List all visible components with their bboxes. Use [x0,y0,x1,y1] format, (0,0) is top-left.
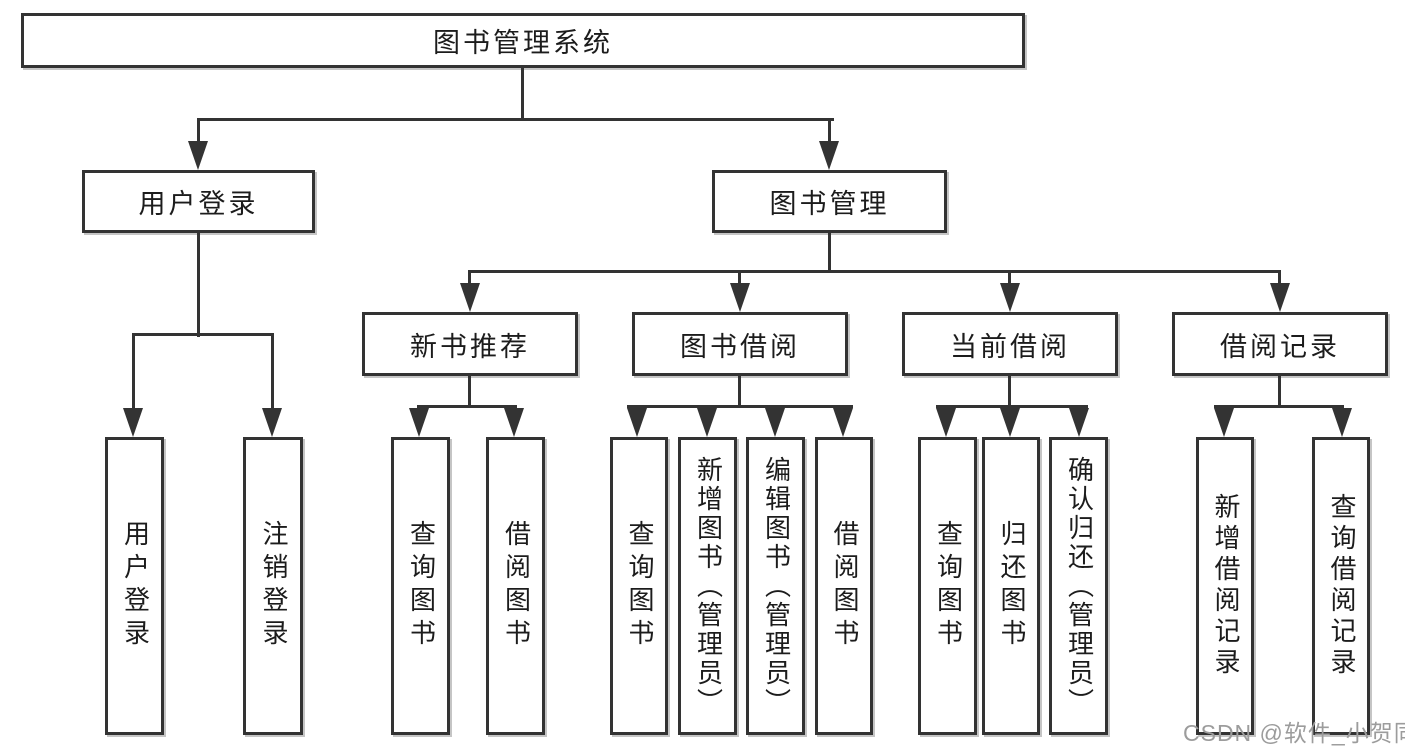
arrow-down [697,408,717,437]
connector-line [521,66,524,120]
node-borrowing-records-label: 借阅记录 [1220,331,1340,362]
leaf-query-books-2-label: 查询图书 [624,520,655,652]
leaf-borrow-books-1-label: 借阅图书 [501,520,532,652]
connector-line [738,376,741,407]
arrow-down [730,283,750,312]
connector-line [468,270,1281,273]
leaf-query-borrow-record: 查询借阅记录 [1312,437,1370,735]
leaf-add-borrow-record: 新增借阅记录 [1196,437,1254,735]
leaf-add-borrow-record-label: 新增借阅记录 [1210,493,1241,679]
connector-line [1008,272,1011,285]
connector-line [468,376,471,407]
leaf-confirm-return-admin-label: 确认归还（管理员） [1064,455,1095,717]
arrow-down [1332,408,1352,437]
connector-line [132,335,135,409]
connector-line [271,335,274,409]
node-root-label: 图书管理系统 [433,28,613,58]
leaf-user-login-label: 用户登录 [120,520,151,652]
leaf-query-books-3-label: 查询图书 [933,520,964,652]
node-book-borrowing-label: 图书借阅 [680,331,800,362]
node-current-borrowing-label: 当前借阅 [950,331,1070,362]
arrow-down [765,408,785,437]
leaf-query-books-1-label: 查询图书 [406,520,437,652]
arrow-down [819,141,839,170]
arrow-down [123,408,143,437]
connector-line [1278,272,1281,285]
leaf-borrow-books-2: 借阅图书 [815,437,873,735]
leaf-return-books: 归还图书 [982,437,1040,735]
arrow-down [627,408,647,437]
arrow-down [833,408,853,437]
arrow-down [1000,408,1020,437]
connector-line [828,233,831,272]
node-user-login-label: 用户登录 [138,189,259,219]
leaf-borrow-books-1: 借阅图书 [486,437,545,735]
node-book-management: 图书管理 [712,170,947,233]
leaf-edit-books-admin-label: 编辑图书（管理员） [761,455,792,717]
connector-line [197,118,834,121]
connector-line [197,233,200,337]
leaf-logout: 注销登录 [243,437,303,735]
arrow-down [1000,283,1020,312]
arrow-down [409,408,429,437]
node-borrowing-records: 借阅记录 [1172,312,1388,376]
arrow-down [936,408,956,437]
leaf-query-borrow-record-label: 查询借阅记录 [1326,493,1357,679]
leaf-add-books-admin-label: 新增图书（管理员） [693,455,724,717]
leaf-logout-label: 注销登录 [258,520,289,652]
arrow-down [504,408,524,437]
arrow-down [1069,408,1089,437]
csdn-watermark: CSDN @软件_小贺同学 [1183,720,1405,746]
connector-line [132,333,274,336]
node-root-system: 图书管理系统 [21,13,1025,68]
connector-line [1214,405,1344,408]
leaf-add-books-admin: 新增图书（管理员） [678,437,737,735]
node-current-borrowing: 当前借阅 [902,312,1118,376]
arrow-down [460,283,480,312]
leaf-confirm-return-admin: 确认归还（管理员） [1049,437,1108,735]
leaf-query-books-1: 查询图书 [391,437,450,735]
leaf-user-login: 用户登录 [105,437,164,735]
node-book-borrowing: 图书借阅 [632,312,848,376]
connector-line [738,272,741,285]
connector-line [468,272,471,285]
leaf-query-books-3: 查询图书 [918,437,977,735]
node-user-login: 用户登录 [82,170,315,233]
leaf-borrow-books-2-label: 借阅图书 [829,520,860,652]
connector-line [936,405,1088,408]
arrow-down [1214,408,1234,437]
node-new-book-recommend-label: 新书推荐 [410,331,530,362]
connector-line [828,120,831,142]
connector-line [417,405,517,408]
leaf-return-books-label: 归还图书 [996,520,1027,652]
node-book-management-label: 图书管理 [769,189,890,219]
node-new-book-recommend: 新书推荐 [362,312,578,376]
arrow-down [1270,283,1290,312]
connector-line [627,405,853,408]
leaf-query-books-2: 查询图书 [610,437,668,735]
arrow-down [262,408,282,437]
leaf-edit-books-admin: 编辑图书（管理员） [746,437,805,735]
arrow-down [188,141,208,170]
connector-line [1008,376,1011,407]
connector-line [197,120,200,142]
connector-line [1278,376,1281,407]
